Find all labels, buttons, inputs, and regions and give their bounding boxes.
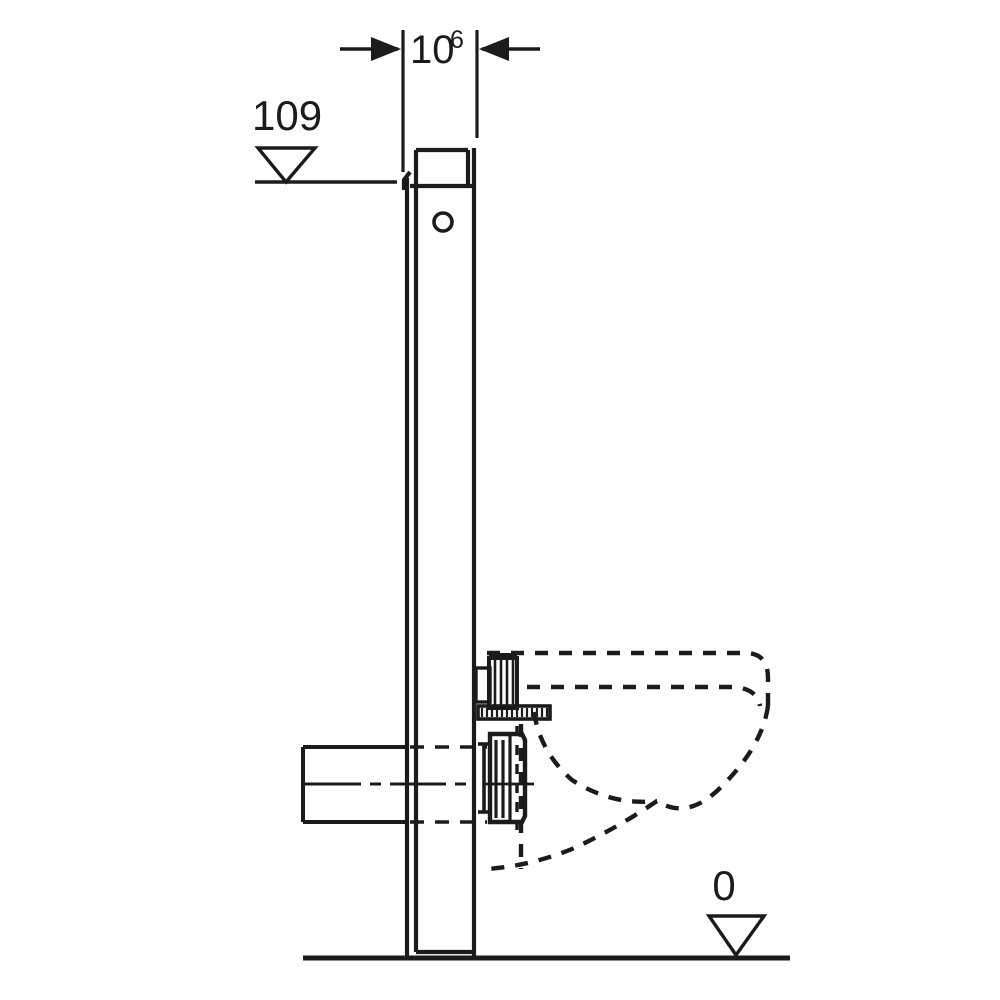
module-body [401, 147, 477, 958]
level-0-label: 0 [712, 862, 735, 909]
level-109-triangle-icon [254, 146, 319, 185]
flush-pipe-collar [474, 666, 492, 704]
module-cap [401, 147, 474, 190]
support-plate-hatching [480, 708, 549, 717]
pipe-hidden-lines [410, 745, 487, 824]
bowl-bottom-curve-path [486, 799, 659, 872]
level-109-label: 109 [252, 92, 322, 139]
supply-pipe [301, 745, 470, 824]
bowl-rim-top-path [487, 650, 771, 706]
cap-notch-step [401, 170, 412, 190]
level-marker-0: 0 [705, 862, 768, 958]
bowl-inner-curve-path [531, 711, 658, 804]
level-marker-109: 109 [252, 92, 397, 185]
dimension-arrow-right-icon [479, 37, 509, 61]
bowl-outer-right-path [655, 705, 771, 811]
flush-pipe-connector [474, 653, 519, 710]
support-plate-body [476, 704, 552, 721]
bowl-rim-inner-path [527, 684, 763, 707]
dimension-arrow-left-icon [371, 37, 401, 61]
waste-outlet-body [487, 731, 528, 825]
wc-bowl-outline [486, 650, 771, 872]
access-hole-icon [432, 211, 454, 233]
waste-outlet-connector [478, 726, 534, 830]
width-dimension-superscript: 6 [450, 26, 464, 54]
level-0-triangle-icon [705, 914, 768, 958]
width-dimension-group: 10 6 [340, 26, 540, 172]
support-plate [476, 704, 552, 721]
width-dimension-value: 10 [410, 28, 455, 72]
